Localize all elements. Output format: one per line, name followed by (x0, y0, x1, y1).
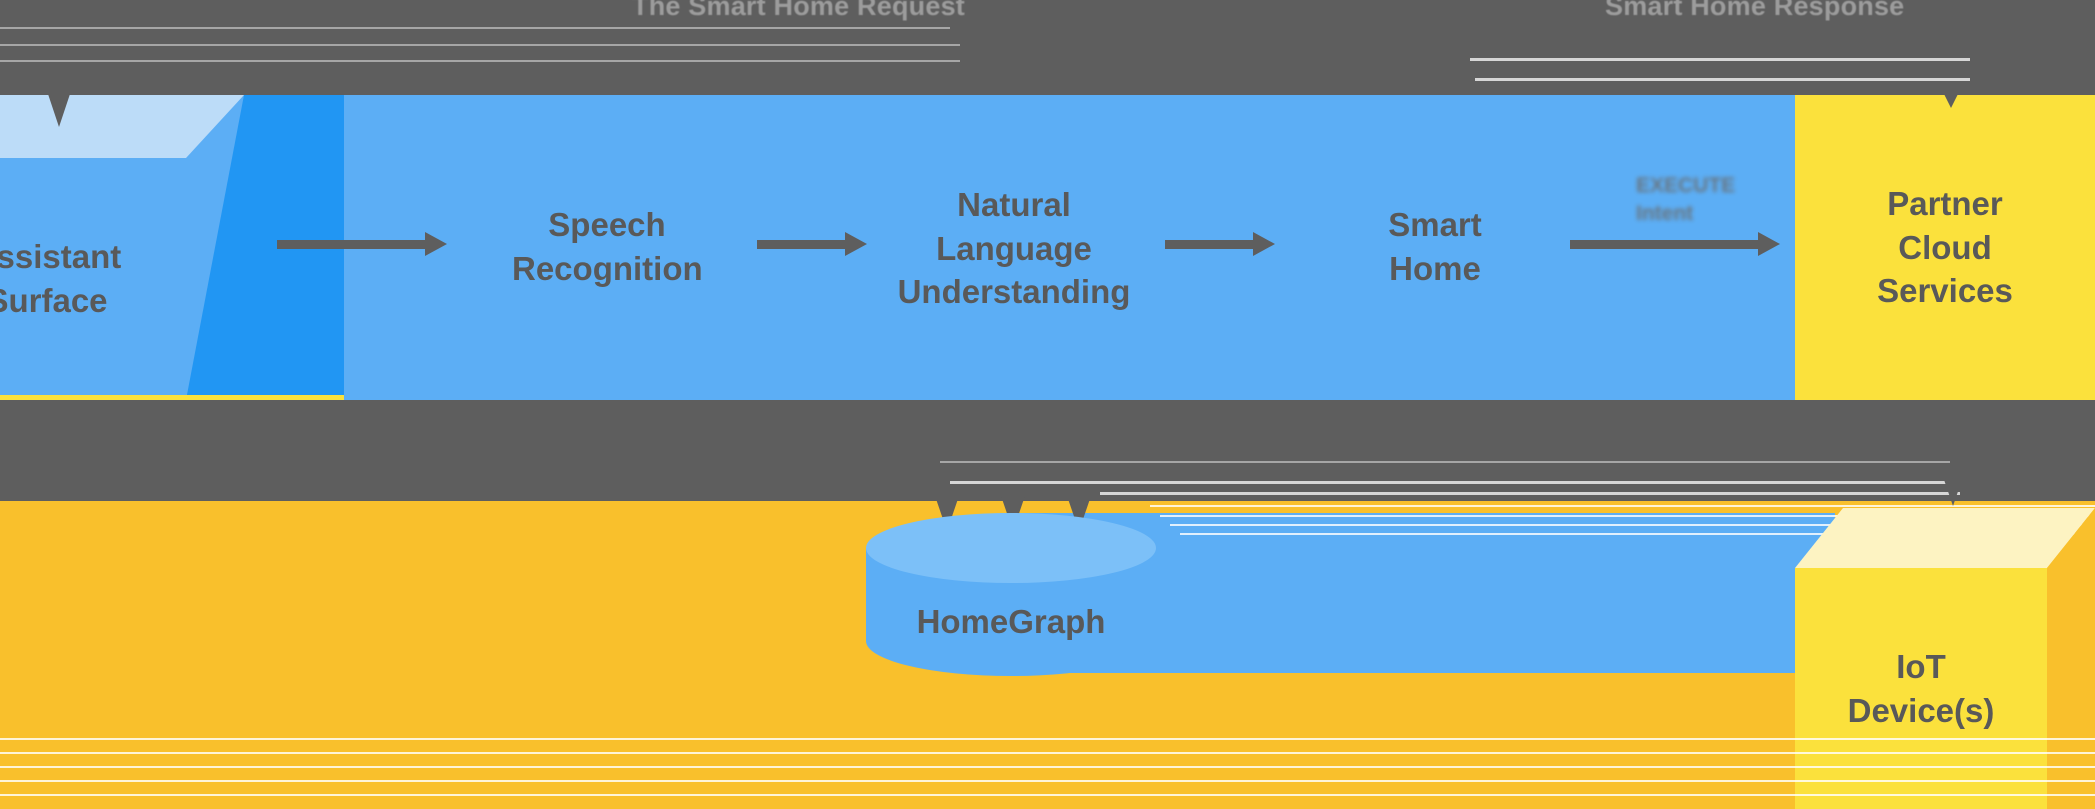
cylinder-top-ellipse (866, 513, 1156, 583)
arrow-head (1253, 232, 1275, 256)
arrow-assistant-to-speech-icon (277, 232, 447, 256)
node-label-homegraph: HomeGraph (916, 603, 1106, 640)
arrow-shaft (277, 240, 427, 249)
node-label-smart-home[interactable]: Smart Home (1388, 206, 1482, 287)
arrow-down-into-assistant-icon (47, 91, 71, 127)
node-label-natural-language-understanding[interactable]: Natural Language Understanding (897, 186, 1131, 311)
header-rule-right-a (1470, 58, 1970, 61)
edge-label-execute-intent: EXECUTE Intent (1636, 174, 1736, 226)
node-homegraph[interactable]: HomeGraph (866, 513, 1156, 676)
band-gray-middle (0, 400, 2095, 501)
cube-base-accent (0, 395, 344, 400)
header-title-left: The Smart Home Request (632, 0, 965, 21)
arrow-down-into-partner-icon (1940, 86, 1962, 108)
cube-top-face (1795, 508, 2095, 568)
connector-line-mid-b (1100, 492, 1960, 495)
arrow-shaft (1165, 240, 1255, 249)
node-partner-cloud-services[interactable]: Partner Cloud Services (1795, 95, 2095, 400)
arrow-head (845, 232, 867, 256)
node-label-partner-cloud-services: Partner Cloud Services (1877, 185, 2013, 310)
arrow-head (1758, 232, 1780, 256)
cube-top-face (0, 95, 244, 158)
arrow-down-into-iot-icon (1940, 468, 1966, 506)
arrow-shaft (757, 240, 847, 249)
node-assistant-surface[interactable]: Assistant Surface (0, 91, 458, 400)
connector-line-mid-a (950, 481, 1960, 484)
cube-front-face (0, 158, 186, 400)
cube-front-face (1795, 568, 2047, 809)
header-title-right: Smart Home Response (1605, 0, 1905, 21)
arrow-nlu-to-smarthome-icon (1165, 232, 1275, 256)
arrow-smarthome-to-partner-icon (1570, 232, 1782, 256)
arrow-speech-to-nlu-icon (757, 232, 867, 256)
header-rule-right-b (1475, 78, 1970, 81)
arrow-head (425, 232, 447, 256)
node-iot-devices[interactable]: IoT Device(s) (1795, 508, 2095, 809)
node-label-iot-devices: IoT Device(s) (1847, 647, 1995, 729)
node-label-assistant-surface: Assistant Surface (0, 238, 122, 319)
cube-side-face (2047, 508, 2095, 809)
node-label-speech-recognition[interactable]: Speech Recognition (512, 206, 703, 287)
arrow-shaft (1570, 240, 1760, 249)
